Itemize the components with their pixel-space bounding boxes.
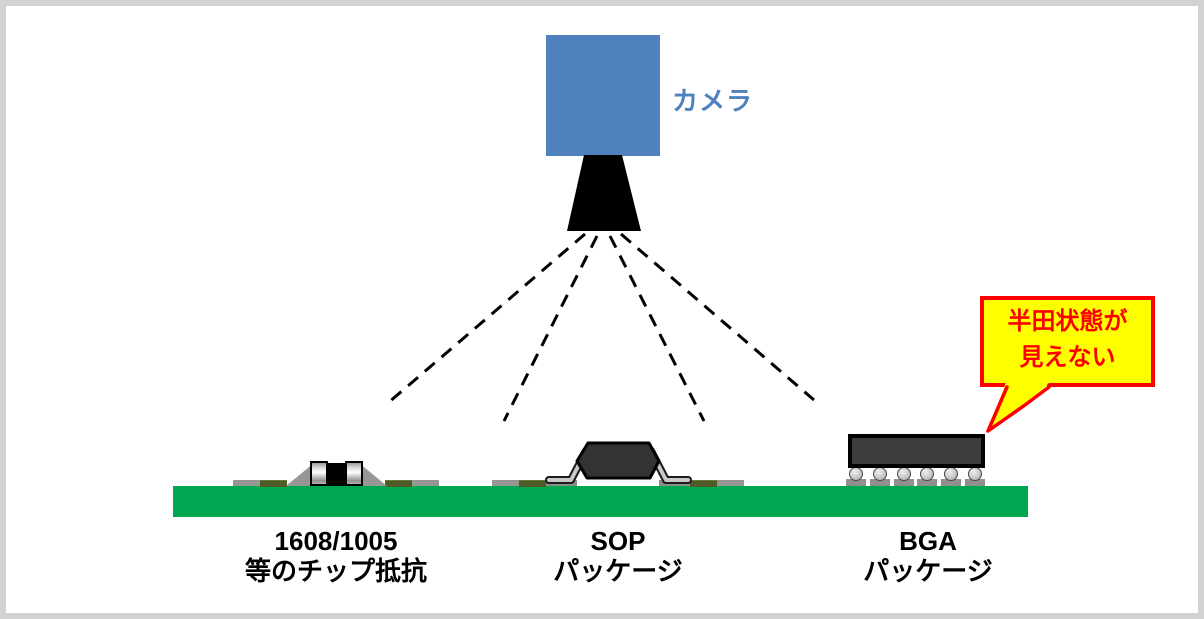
sop-footpad-right [659,480,690,486]
sop-trace-left [492,480,519,486]
bga-solder-ball [968,467,982,481]
sop-lead-left-outline [545,447,590,484]
label-bga: BGA パッケージ [788,526,1068,586]
bga-solder-ball [944,467,958,481]
chip-terminal-right [345,461,363,486]
bga-pad [846,479,866,486]
view-line-right-outer [620,232,815,402]
sop-lead-right [649,449,690,482]
label-chip-resistor: 1608/1005 等のチップ抵抗 [196,526,476,586]
bga-solder-ball [920,467,934,481]
label-bga-line1: BGA [899,526,957,556]
sop-pad-right [690,480,717,487]
bga-body-icon [848,434,985,468]
chip-trace-left [233,480,260,486]
camera-body-icon [546,35,660,156]
callout-line1: 半田状態が [1007,308,1128,335]
sop-pad-left [519,480,546,487]
chip-pad-left [260,480,287,487]
bga-pad [917,479,937,486]
bga-solder-ball [849,467,863,481]
bga-solder-ball [897,467,911,481]
chip-terminal-left [310,461,328,486]
bga-pad [965,479,985,486]
sop-body-icon [575,441,661,480]
view-line-left-outer [387,232,586,405]
camera-lens-icon [567,155,641,231]
label-sop-line2: パッケージ [553,556,683,586]
chip-trace-right [412,480,439,486]
sop-trace-right [717,480,744,486]
sop-footpad-left [546,480,577,486]
bga-pad [870,479,890,486]
bga-pad [894,479,914,486]
sop-lead-right-outline [647,447,692,484]
callout-tail-fill [988,382,1050,431]
bga-pad [941,479,961,486]
chip-solder-fillet-right [359,463,387,486]
callout-solder-not-visible: 半田状態が 見えない [980,296,1155,387]
label-bga-line2: パッケージ [863,556,993,586]
chip-pad-right [385,480,412,487]
label-sop: SOP パッケージ [478,526,758,586]
label-chip-resistor-line2: 等のチップ抵抗 [244,556,427,586]
sop-lead-left [547,449,588,482]
callout-line2: 見えない [1019,344,1116,371]
camera-label: カメラ [672,86,754,116]
view-line-left-inner [502,235,599,422]
view-line-right-inner [608,235,706,422]
bga-solder-ball [873,467,887,481]
label-sop-line1: SOP [590,526,646,556]
pcb-board [173,486,1028,517]
label-chip-resistor-line1: 1608/1005 [274,526,398,556]
callout-tail-outline [986,385,1051,433]
chip-resistor-body [327,463,346,486]
